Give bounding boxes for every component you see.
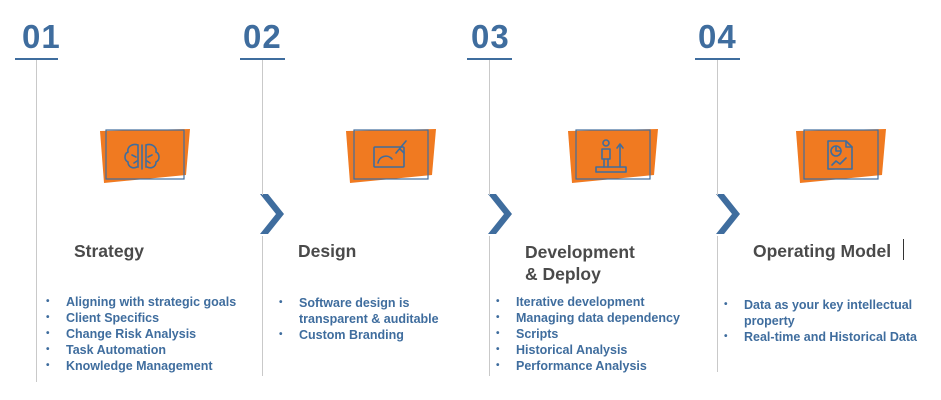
list-item: Custom Branding xyxy=(279,327,459,343)
list-item: Software design is transparent & auditab… xyxy=(279,295,459,327)
number-underline xyxy=(695,58,740,60)
step-number: 03 xyxy=(471,18,510,55)
timeline-line xyxy=(262,60,263,195)
list-item: Historical Analysis xyxy=(496,342,701,358)
step-heading: Operating Model xyxy=(753,240,891,262)
report-chart-icon xyxy=(796,129,886,183)
brain-icon xyxy=(100,129,190,183)
list-item: Knowledge Management xyxy=(46,358,251,374)
chevron-right-icon xyxy=(716,194,740,234)
timeline-line xyxy=(489,236,490,376)
list-item: Data as your key intellectual property xyxy=(724,297,924,329)
bullet-list: Iterative development Managing data depe… xyxy=(496,294,701,374)
number-underline xyxy=(467,58,512,60)
timeline-line xyxy=(36,60,37,382)
deploy-person-icon xyxy=(568,129,658,183)
timeline-line xyxy=(489,60,490,195)
chevron-right-icon xyxy=(488,194,512,234)
list-item: Iterative development xyxy=(496,294,701,310)
number-underline xyxy=(240,58,285,60)
list-item: Client Specifics xyxy=(46,310,251,326)
step-number: 04 xyxy=(698,18,737,55)
bullet-list: Data as your key intellectual property R… xyxy=(724,297,924,345)
timeline-line xyxy=(717,236,718,372)
heading-line: Development xyxy=(525,242,635,262)
heading-line: & Deploy xyxy=(525,264,601,284)
step-number: 02 xyxy=(243,18,282,55)
list-item: Real-time and Historical Data xyxy=(724,329,924,345)
timeline-line xyxy=(262,236,263,376)
bullet-list: Aligning with strategic goals Client Spe… xyxy=(46,294,251,374)
heading-line: Design xyxy=(298,241,357,261)
step-heading: Strategy xyxy=(74,240,144,262)
chevron-right-icon xyxy=(260,194,284,234)
heading-line: Operating Model xyxy=(753,241,892,261)
list-item: Managing data dependency xyxy=(496,310,701,326)
text-cursor xyxy=(903,239,904,260)
list-item: Aligning with strategic goals xyxy=(46,294,251,310)
list-item: Performance Analysis xyxy=(496,358,701,374)
number-underline xyxy=(15,58,58,60)
step-heading: Design xyxy=(298,240,356,262)
list-item: Task Automation xyxy=(46,342,251,358)
design-board-icon xyxy=(346,129,436,183)
step-heading: Development & Deploy xyxy=(525,241,635,285)
timeline-line xyxy=(717,60,718,195)
bullet-list: Software design is transparent & auditab… xyxy=(279,295,459,343)
step-number: 01 xyxy=(22,18,61,55)
list-item: Scripts xyxy=(496,326,701,342)
list-item: Change Risk Analysis xyxy=(46,326,251,342)
heading-line: Strategy xyxy=(74,241,145,261)
